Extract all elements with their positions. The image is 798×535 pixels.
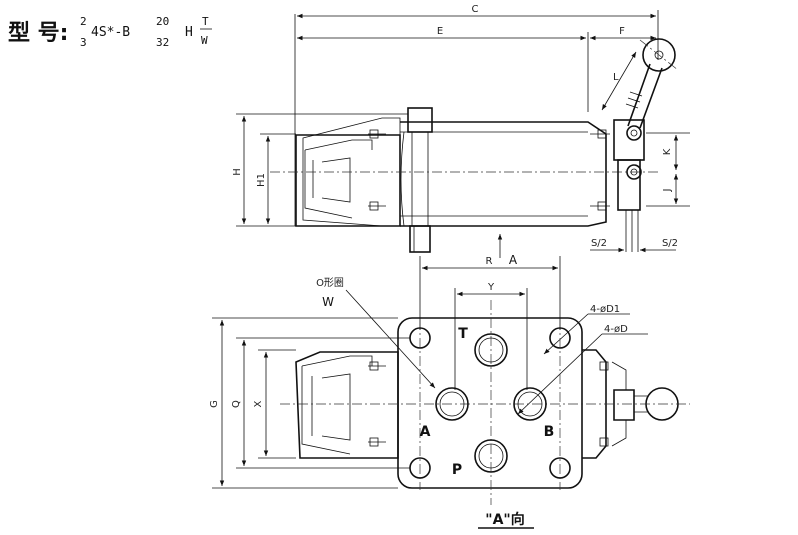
model-number: 型 号: 2 3 4S*-B 20 32 H T W (8, 15, 212, 49)
dim-J-label: J (662, 189, 673, 193)
dim-X-label: X (253, 400, 264, 407)
dim-Q-label: Q (231, 400, 242, 408)
dim-L-label: L (613, 72, 619, 83)
port-T-label: T (458, 326, 468, 342)
side-view: C E F (232, 4, 690, 258)
port-A-label: A (420, 424, 431, 440)
model-code: 4S*-B (91, 25, 130, 40)
oring-label: O形圈 (316, 277, 344, 289)
port-B-label: B (544, 424, 555, 440)
dim-K-label: K (662, 148, 673, 155)
model-size-bottom: 32 (156, 36, 169, 49)
dim-S2-left-label: S/2 (591, 238, 607, 249)
dim-H-label: H (232, 168, 243, 176)
dim-Y-label: Y (487, 282, 495, 293)
dim-G-label: G (209, 400, 220, 408)
view-arrow-label: A (509, 253, 518, 267)
port-P-label: P (452, 462, 462, 478)
model-pos-top: 2 (80, 15, 87, 28)
face-view: R A Y O形圈 W 4-øD1 4-øD (209, 253, 690, 529)
model-pos-bottom: 3 (80, 36, 87, 49)
dim-R-label: R (486, 256, 493, 267)
model-size-top: 20 (156, 15, 169, 28)
model-t-top: T (202, 15, 209, 28)
view-caption: "A"向 (485, 511, 524, 528)
model-h: H (185, 25, 193, 40)
dim-S2-right-label: S/2 (662, 238, 678, 249)
dim-F-label: F (619, 26, 625, 37)
dim-D-label: 4-øD (604, 324, 628, 335)
dim-H1-label: H1 (256, 173, 267, 187)
w-label: W (322, 295, 334, 309)
dim-C-label: C (472, 4, 479, 15)
model-t-bottom: W (201, 34, 208, 47)
dim-D1-label: 4-øD1 (590, 304, 620, 315)
dim-E-label: E (437, 26, 443, 37)
model-label: 型 号: (8, 21, 68, 46)
